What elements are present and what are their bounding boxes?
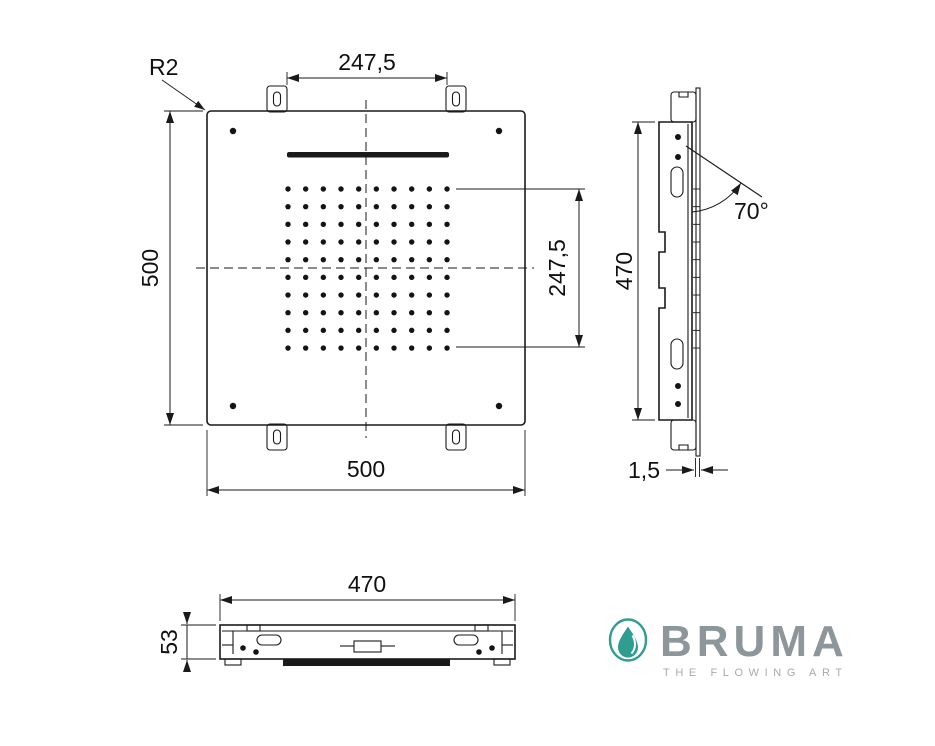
dimension-front-right: 247,5 (456, 188, 585, 348)
dim-bottom-width-label: 470 (348, 571, 386, 597)
dimension-front-left: 500 (137, 110, 203, 426)
bottom-screws (240, 645, 495, 655)
mounting-tab (266, 85, 288, 113)
dimension-front-top: 247,5 (286, 49, 448, 85)
dimension-bottom-width: 470 (219, 571, 516, 621)
nozzle-grid (285, 186, 450, 351)
dimension-bottom-height: 53 (156, 612, 216, 672)
tab-slot (272, 91, 282, 107)
drop-highlight (630, 634, 636, 655)
bruma-logo: BRUMA THE FLOWING ART (608, 617, 849, 679)
mounting-tab (445, 85, 467, 113)
bottom-notch (246, 624, 261, 632)
front-mounting-tabs (266, 85, 467, 451)
bottom-view: 470 53 (156, 571, 516, 672)
side-top-tab-notch (678, 92, 689, 98)
angle-label: 70° (734, 198, 769, 224)
waterfall-slot (287, 152, 449, 158)
dim-front-right-label: 247,5 (544, 239, 570, 297)
dim-front-bottom-label: 500 (347, 456, 385, 482)
bottom-notch (474, 624, 489, 632)
dimension-front-bottom: 500 (206, 430, 526, 496)
dim-bottom-height-label: 53 (156, 629, 182, 655)
dimension-side-height: 470 (611, 121, 655, 421)
angle-callout: 70° (685, 145, 769, 224)
brand-tagline: THE FLOWING ART (663, 667, 848, 679)
bottom-foot (224, 658, 242, 666)
dim-front-left-label: 500 (137, 249, 163, 287)
side-view: 470 70° 1,5 (611, 87, 769, 483)
dim-front-top-label: 247,5 (338, 49, 396, 75)
radius-label: R2 (149, 54, 178, 80)
bottom-slot (256, 634, 282, 646)
spray-face-bar (283, 659, 450, 666)
tab-slot (451, 91, 461, 107)
mounting-tab (445, 423, 467, 451)
tab-slot (272, 429, 282, 445)
bottom-body-outline (219, 624, 516, 660)
dim-side-height-label: 470 (611, 252, 637, 290)
side-bottom-tab-notch (678, 444, 689, 450)
brand-name: BRUMA (660, 617, 849, 666)
front-view: 247,5 500 247,5 500 R2 (137, 49, 585, 496)
side-nozzle-ticks (693, 188, 700, 349)
dim-thickness-label: 1,5 (628, 457, 660, 483)
bottom-foot (493, 658, 511, 666)
side-slot (670, 338, 684, 370)
mounting-tab (266, 423, 288, 451)
radius-callout: R2 (149, 54, 206, 111)
bottom-center-connector (353, 640, 382, 653)
face-plate (695, 87, 701, 457)
tab-slot (451, 429, 461, 445)
front-corner-screws (229, 127, 503, 410)
side-slot (670, 166, 684, 198)
side-screws (675, 134, 681, 407)
dimension-thickness: 1,5 (628, 457, 728, 483)
side-body-outline (658, 121, 693, 421)
bottom-slot (453, 634, 479, 646)
drop-ring-icon (608, 618, 648, 662)
